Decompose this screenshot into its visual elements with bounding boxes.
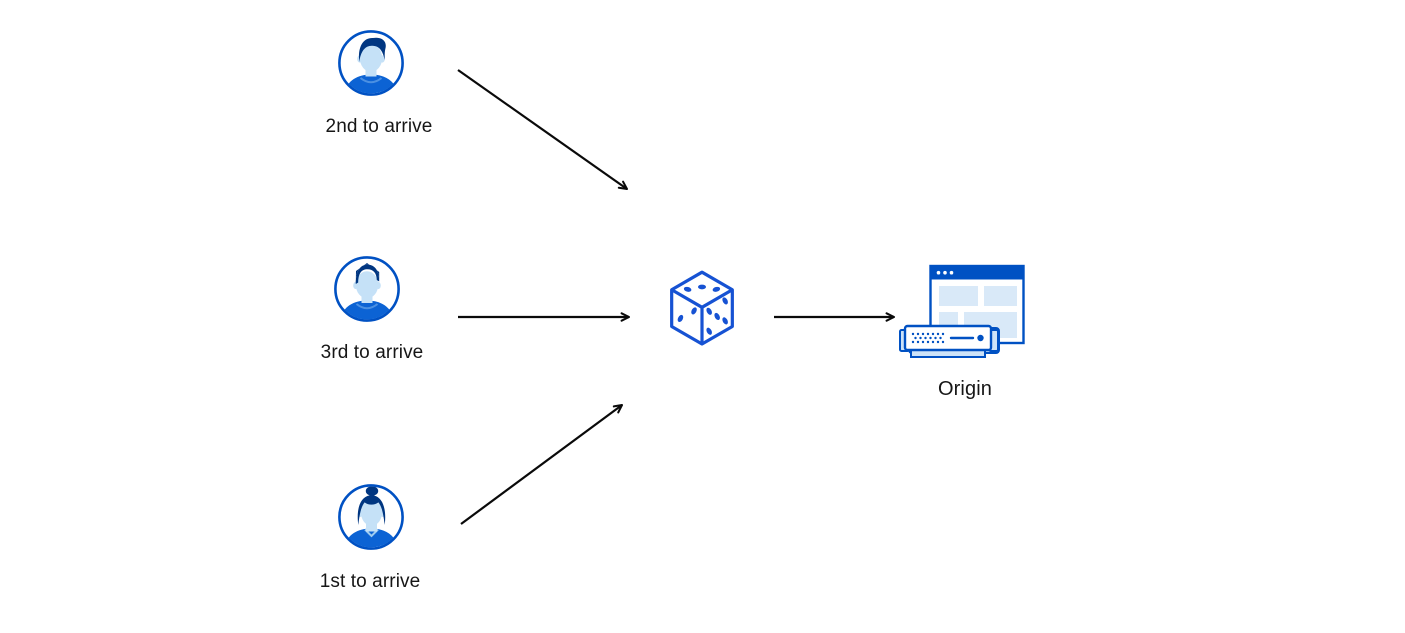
dice-node <box>666 269 738 352</box>
origin-node <box>897 262 1029 362</box>
user-node-1st <box>336 482 406 552</box>
user-node-2nd <box>336 28 406 98</box>
female-avatar-bun-icon <box>338 484 404 550</box>
user-label-3rd: 3rd to arrive <box>320 342 424 363</box>
arrow-2nd-to-dice <box>457 69 629 191</box>
server-icon <box>899 324 1000 358</box>
arrow-1st-to-dice <box>460 403 624 525</box>
origin-browser-server-icon <box>899 264 1025 358</box>
dice-icon <box>670 270 734 346</box>
user-node-3rd <box>332 254 402 324</box>
male-avatar-short-hair-icon <box>334 256 400 322</box>
male-avatar-quiff-icon <box>338 30 404 96</box>
user-label-2nd: 2nd to arrive <box>325 116 433 137</box>
user-label-1st: 1st to arrive <box>319 571 421 592</box>
origin-label: Origin <box>938 378 992 400</box>
